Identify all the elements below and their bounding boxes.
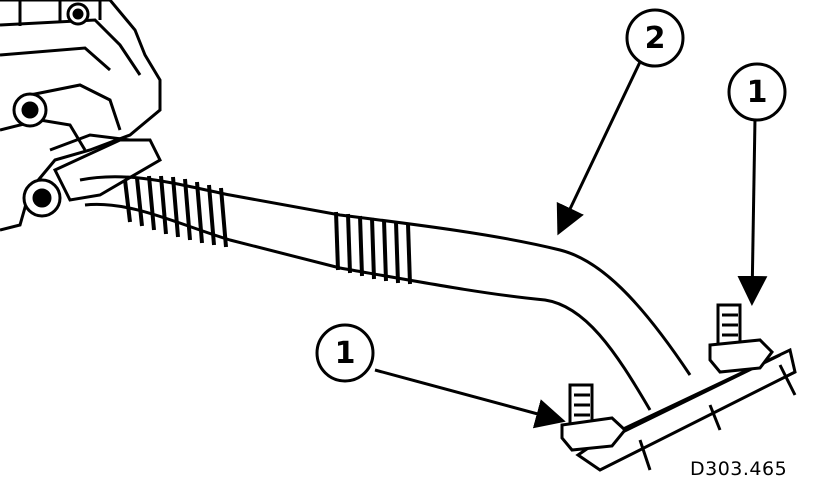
bolt-top: [66, 2, 90, 26]
pipe-flange: [52, 138, 162, 202]
bolt-lower: [22, 178, 62, 218]
reference-code: D303.465: [690, 458, 787, 480]
callout-circle-1-left: 1: [315, 323, 375, 383]
leader-line-1-left: [374, 368, 566, 429]
stud-nut-right: [708, 303, 774, 374]
callout-label-2: 2: [645, 21, 666, 56]
leader-line-1-right: [737, 117, 768, 306]
exhaust-pipe: [79, 175, 692, 411]
leader-line-2: [556, 61, 642, 236]
callout-circle-1-right: 1: [727, 62, 787, 122]
flex-bellows-right: [334, 211, 412, 285]
bolt-upper: [12, 92, 48, 128]
callout-circle-2: 2: [625, 8, 685, 68]
stud-nut-left: [560, 383, 628, 452]
flex-bellows-left: [123, 175, 228, 248]
callout-label-1-right: 1: [747, 75, 768, 110]
callout-label-1-left: 1: [335, 336, 356, 371]
